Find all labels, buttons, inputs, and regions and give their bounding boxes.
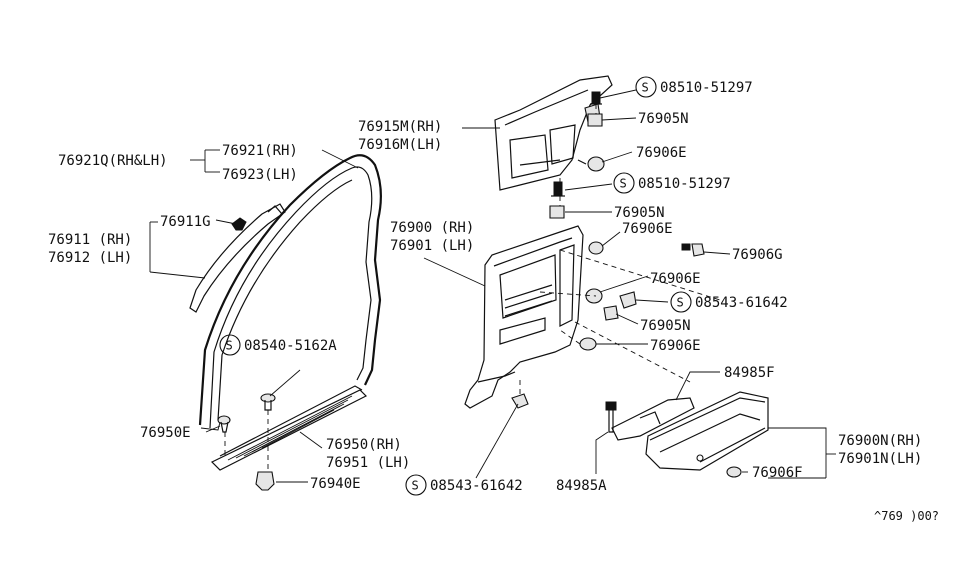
label-76905n-b: 76905N	[614, 205, 665, 221]
clip-76940e-icon	[255, 471, 275, 491]
kicking-plate-drawing	[210, 385, 368, 471]
leader-lines	[149, 89, 836, 483]
screw-08510-b-icon	[551, 181, 565, 197]
label-76905n-a: 76905N	[638, 111, 689, 127]
catalog-code: ^769 )00?	[874, 509, 939, 523]
label-76906e-c: 76906E	[650, 271, 701, 287]
door-weatherstrip-drawing	[198, 154, 382, 431]
label-76911g: 76911G	[160, 214, 211, 230]
label-76906f: 76906F	[752, 465, 803, 481]
label-76900: 76900 (RH)	[390, 220, 474, 236]
clip-76906e-d-icon	[579, 337, 597, 351]
label-08510-b: 08510-51297	[638, 176, 731, 192]
clip-76906e-a-icon	[577, 156, 605, 172]
label-76906e-a: 76906E	[636, 145, 687, 161]
label-84985f: 84985F	[724, 365, 775, 381]
screw-symbol-08510-b: S	[620, 177, 627, 191]
label-76921: 76921(RH)	[222, 143, 298, 159]
label-76911: 76911 (RH)	[48, 232, 132, 248]
label-08543-a: 08543-61642	[695, 295, 788, 311]
lower-rear-trim-drawing	[464, 225, 584, 409]
clip-76906g-icon	[681, 243, 705, 257]
screw-08543-b-icon	[511, 393, 529, 409]
nut-76905n-c-icon	[603, 305, 619, 321]
side-box-76900n-drawing	[645, 391, 769, 471]
label-76906e-d: 76906E	[650, 338, 701, 354]
label-76923: 76923(LH)	[222, 167, 298, 183]
label-08510-a: 08510-51297	[660, 80, 753, 96]
label-76901n: 76901N(LH)	[838, 451, 922, 467]
bracket-84985f-drawing	[611, 397, 695, 441]
label-76950: 76950(RH)	[326, 437, 402, 453]
label-76906g: 76906G	[732, 247, 783, 263]
label-76901: 76901 (LH)	[390, 238, 474, 254]
clip-76950e-icon	[217, 415, 231, 433]
screw-symbol-08510-a: S	[642, 81, 649, 95]
clip-76906f-icon	[726, 466, 742, 478]
label-84985a: 84985A	[556, 478, 607, 494]
label-76906e-b: 76906E	[622, 221, 673, 237]
label-76950e: 76950E	[140, 425, 191, 441]
label-76905n-c: 76905N	[640, 318, 691, 334]
label-76900n: 76900N(RH)	[838, 433, 922, 449]
screw-symbol-08543-b: S	[412, 479, 419, 493]
part-labels: 76921Q(RH&LH) 76921(RH) 76923(LH) 76911G…	[48, 80, 939, 523]
nut-76905n-b-icon	[549, 205, 565, 219]
label-76916m: 76916M(LH)	[358, 137, 442, 153]
screw-08543-a-icon	[619, 291, 637, 309]
bolt-84985a-icon	[605, 401, 617, 433]
nut-76905n-a-icon	[587, 113, 603, 127]
label-76940e: 76940E	[310, 476, 361, 492]
clip-76911g-icon	[231, 217, 247, 231]
pillar-garnish-drawing	[189, 203, 286, 313]
screw-08540-icon	[260, 393, 276, 411]
screw-symbols: S S S S S	[219, 76, 692, 496]
clip-76906e-b-icon	[588, 241, 604, 255]
label-76915m: 76915M(RH)	[358, 119, 442, 135]
label-76921q: 76921Q(RH&LH)	[58, 153, 168, 169]
screw-symbol-08540: S	[226, 339, 233, 353]
label-76912: 76912 (LH)	[48, 250, 132, 266]
label-08540: 08540-5162A	[244, 338, 337, 354]
screw-symbol-08543-a: S	[677, 296, 684, 310]
label-76951: 76951 (LH)	[326, 455, 410, 471]
label-08543-b: 08543-61642	[430, 478, 523, 494]
